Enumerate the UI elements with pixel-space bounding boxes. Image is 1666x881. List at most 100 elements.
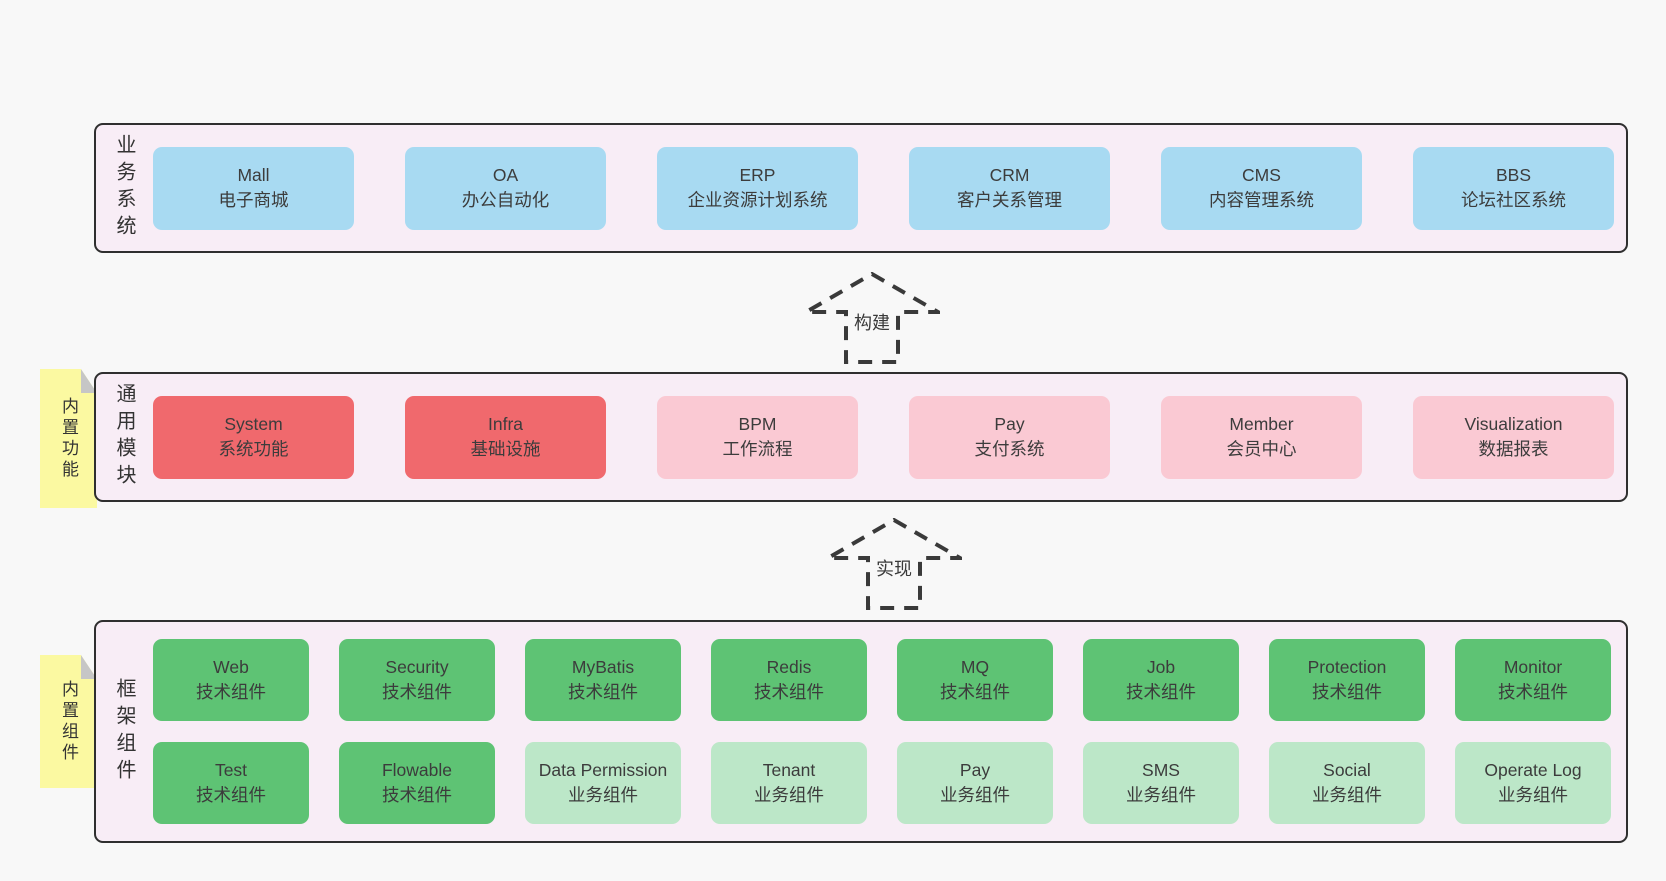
box-subtitle: 技术组件 [196, 682, 266, 702]
box-crm: CRM 客户关系管理 [909, 146, 1110, 230]
box-title: System [224, 413, 283, 434]
box-title: BBS [1495, 164, 1532, 185]
box-pay-module: Pay 支付系统 [909, 395, 1110, 479]
box-title: Operate Log [1484, 759, 1582, 780]
box-title: Mall [237, 164, 270, 185]
box-social: Social 业务组件 [1269, 742, 1425, 824]
box-title: Tenant [762, 759, 816, 780]
box-subtitle: 业务组件 [1312, 785, 1382, 805]
box-redis: Redis 技术组件 [711, 639, 867, 721]
band-common-modules: 通用模块 System 系统功能 Infra 基础设施 BPM 工作流程 Pay… [94, 372, 1628, 502]
box-erp: ERP 企业资源计划系统 [657, 146, 858, 230]
box-web: Web 技术组件 [153, 639, 309, 721]
dashed-up-arrow-icon [804, 272, 940, 364]
framework-components-row-1: Web 技术组件 Security 技术组件 MyBatis 技术组件 Redi… [153, 639, 1614, 721]
box-subtitle: 业务组件 [754, 785, 824, 805]
arrow-implement-label: 实现 [872, 554, 916, 582]
sticky-note-builtin-features: 内置功能 [40, 369, 97, 508]
band-business-systems: 业务系统 Mall 电子商城 OA 办公自动化 ERP 企业资源计划系统 CRM… [94, 123, 1628, 253]
box-title: Flowable [381, 759, 453, 780]
box-subtitle: 技术组件 [382, 682, 452, 702]
framework-components-grid: Web 技术组件 Security 技术组件 MyBatis 技术组件 Redi… [153, 622, 1626, 841]
box-flowable: Flowable 技术组件 [339, 742, 495, 824]
box-title: Web [213, 656, 249, 677]
box-subtitle: 技术组件 [1126, 682, 1196, 702]
box-title: Data Permission [538, 759, 668, 780]
band-label-business-systems: 业务系统 [113, 134, 135, 242]
box-title: Pay [994, 413, 1025, 434]
box-system: System 系统功能 [153, 395, 354, 479]
band-framework-components: 框架组件 Web 技术组件 Security 技术组件 MyBatis 技术组件… [94, 620, 1628, 843]
arrow-implement: 实现 [826, 518, 962, 610]
box-title: Security [385, 656, 449, 677]
box-title: OA [492, 164, 519, 185]
box-title: Pay [959, 759, 991, 780]
box-title: MyBatis [571, 656, 635, 677]
common-modules-row: System 系统功能 Infra 基础设施 BPM 工作流程 Pay 支付系统… [153, 374, 1626, 500]
box-title: Job [1146, 656, 1176, 677]
box-subtitle: 业务组件 [940, 785, 1010, 805]
box-mall: Mall 电子商城 [153, 146, 354, 230]
business-systems-row: Mall 电子商城 OA 办公自动化 ERP 企业资源计划系统 CRM 客户关系… [153, 125, 1626, 251]
box-subtitle: 支付系统 [974, 439, 1045, 459]
box-subtitle: 论坛社区系统 [1461, 190, 1566, 210]
dashed-up-arrow-icon [826, 518, 962, 610]
box-subtitle: 业务组件 [568, 785, 638, 805]
sticky-note-label: 内置组件 [59, 679, 78, 764]
box-monitor: Monitor 技术组件 [1455, 639, 1611, 721]
box-title: CMS [1242, 164, 1281, 185]
box-subtitle: 技术组件 [940, 682, 1010, 702]
box-title: Protection [1307, 656, 1387, 677]
box-title: Social [1323, 759, 1371, 780]
box-sms: SMS 业务组件 [1083, 742, 1239, 824]
box-subtitle: 客户关系管理 [957, 190, 1062, 210]
box-title: CRM [989, 164, 1030, 185]
box-subtitle: 技术组件 [568, 682, 638, 702]
box-job: Job 技术组件 [1083, 639, 1239, 721]
box-test: Test 技术组件 [153, 742, 309, 824]
box-title: Member [1229, 413, 1294, 434]
sticky-note-label: 内置功能 [59, 396, 78, 481]
box-infra: Infra 基础设施 [405, 395, 606, 479]
box-subtitle: 电子商城 [218, 190, 289, 210]
box-protection: Protection 技术组件 [1269, 639, 1425, 721]
box-tenant: Tenant 业务组件 [711, 742, 867, 824]
box-subtitle: 业务组件 [1498, 785, 1568, 805]
box-security: Security 技术组件 [339, 639, 495, 721]
box-member: Member 会员中心 [1161, 395, 1362, 479]
box-subtitle: 工作流程 [722, 439, 793, 459]
box-cms: CMS 内容管理系统 [1161, 146, 1362, 230]
box-bpm: BPM 工作流程 [657, 395, 858, 479]
box-subtitle: 技术组件 [1312, 682, 1382, 702]
box-title: Infra [487, 413, 524, 434]
box-title: BPM [738, 413, 777, 434]
box-subtitle: 系统功能 [218, 439, 289, 459]
box-mq: MQ 技术组件 [897, 639, 1053, 721]
sticky-note-builtin-components: 内置组件 [40, 655, 97, 788]
framework-components-row-2: Test 技术组件 Flowable 技术组件 Data Permission … [153, 742, 1614, 824]
arrow-build-label: 构建 [850, 308, 894, 336]
box-subtitle: 企业资源计划系统 [687, 190, 828, 210]
arrow-build: 构建 [804, 272, 940, 364]
box-subtitle: 基础设施 [470, 439, 541, 459]
box-subtitle: 技术组件 [754, 682, 824, 702]
box-title: ERP [739, 164, 776, 185]
box-subtitle: 技术组件 [1498, 682, 1568, 702]
box-subtitle: 数据报表 [1478, 439, 1549, 459]
band-label-framework-components: 框架组件 [113, 677, 135, 786]
box-title: SMS [1142, 759, 1180, 780]
box-title: Visualization [1464, 413, 1563, 434]
box-visualization: Visualization 数据报表 [1413, 395, 1614, 479]
box-pay-component: Pay 业务组件 [897, 742, 1053, 824]
band-label-common-modules: 通用模块 [113, 383, 135, 491]
box-title: MQ [960, 656, 990, 677]
box-title: Redis [766, 656, 812, 677]
box-mybatis: MyBatis 技术组件 [525, 639, 681, 721]
box-title: Monitor [1503, 656, 1563, 677]
box-subtitle: 业务组件 [1126, 785, 1196, 805]
box-subtitle: 内容管理系统 [1209, 190, 1314, 210]
box-title: Test [214, 759, 248, 780]
box-subtitle: 技术组件 [382, 785, 452, 805]
box-data-permission: Data Permission 业务组件 [525, 742, 681, 824]
